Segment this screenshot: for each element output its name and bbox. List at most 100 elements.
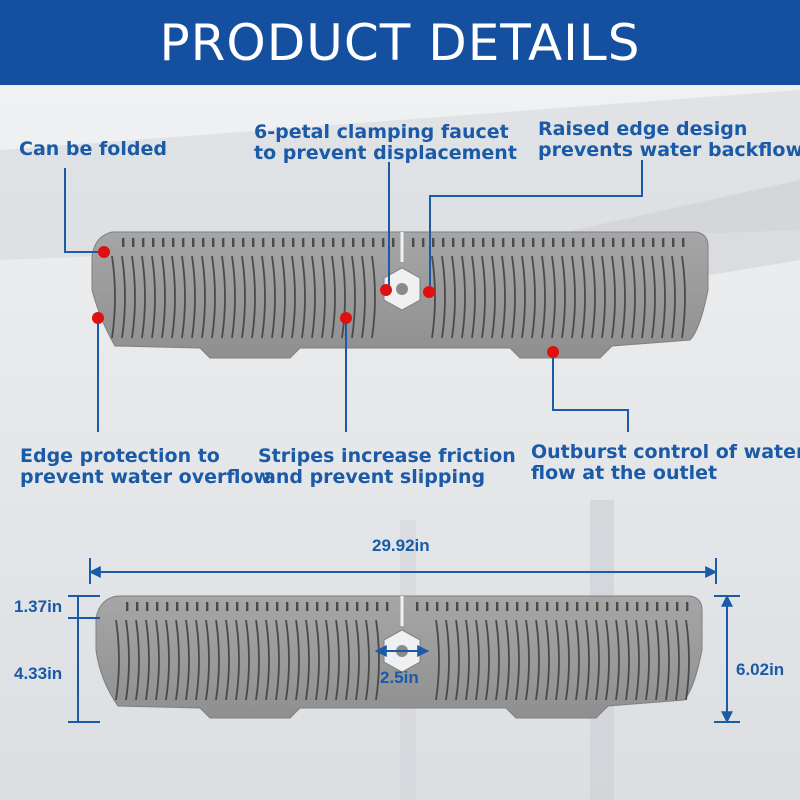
mat-slot — [336, 602, 339, 611]
mat-stripe — [541, 255, 546, 339]
mat-slot — [476, 602, 479, 611]
mat-slot — [626, 602, 629, 611]
mat-slot — [332, 238, 335, 247]
dimension-lines — [68, 558, 740, 724]
mat-slot — [426, 602, 429, 611]
mat-slot — [236, 602, 239, 611]
mat-slot — [536, 602, 539, 611]
mat-stripe — [291, 255, 296, 339]
mat-stripe — [571, 255, 576, 339]
mat-stripe — [281, 255, 286, 339]
mat-slot — [596, 602, 599, 611]
mat-stripe — [651, 255, 656, 339]
mat-slot — [286, 602, 289, 611]
top-mat — [91, 231, 709, 359]
mat-slot — [156, 602, 159, 611]
mat-stripe — [645, 619, 650, 701]
marker-edge-protection — [92, 312, 104, 324]
mat-slot — [212, 238, 215, 247]
mat-slot — [216, 602, 219, 611]
mat-slot — [632, 238, 635, 247]
mat-slot — [162, 238, 165, 247]
mat-stripe — [191, 255, 196, 339]
mat-slot — [242, 238, 245, 247]
mat-slot — [502, 238, 505, 247]
mat-stripe — [355, 619, 360, 701]
mat-slot — [532, 238, 535, 247]
mat-slot — [482, 238, 485, 247]
mat-stripe — [185, 619, 190, 701]
feature-markers — [92, 246, 559, 358]
mat-slot — [276, 602, 279, 611]
mat-slot — [182, 238, 185, 247]
mat-stripe — [285, 619, 290, 701]
mat-slot — [516, 602, 519, 611]
mat-stripe — [211, 255, 216, 339]
total-depth-label: 6.02in — [736, 660, 785, 679]
mat-stripe — [131, 255, 136, 339]
mat-slot — [186, 602, 189, 611]
mat-slot — [546, 602, 549, 611]
mat-stripe — [461, 255, 466, 339]
mat-slot — [416, 602, 419, 611]
mat-slot — [676, 602, 679, 611]
mat-slot — [386, 602, 389, 611]
mat-stripe — [111, 255, 116, 339]
mat-stripe — [531, 255, 536, 339]
mat-stripe — [465, 619, 470, 701]
top-mat-slots — [122, 238, 685, 247]
mat-stripe — [501, 255, 506, 339]
mat-slot — [526, 602, 529, 611]
mat-stripe — [535, 619, 540, 701]
leader-lines — [64, 160, 643, 432]
bottom-mat — [95, 595, 703, 719]
mat-stripe — [585, 619, 590, 701]
mat-stripe — [151, 255, 156, 339]
callout-raised-edge: Raised edge design prevents water backfl… — [538, 118, 800, 161]
mat-stripe — [665, 619, 670, 701]
mat-slot — [226, 602, 229, 611]
mat-stripe — [581, 255, 586, 339]
mat-slot — [232, 238, 235, 247]
mat-stripe — [331, 255, 336, 339]
mat-slot — [616, 602, 619, 611]
mat-slot — [372, 238, 375, 247]
mat-stripe — [165, 619, 170, 701]
callout-outburst-control: Outburst control of water flow at the ou… — [531, 441, 800, 484]
mat-stripe — [261, 255, 266, 339]
mat-slot — [132, 238, 135, 247]
mat-slot — [196, 602, 199, 611]
mat-slot — [342, 238, 345, 247]
mat-stripe — [221, 255, 226, 339]
mat-stripe — [155, 619, 160, 701]
mat-slot — [326, 602, 329, 611]
mat-stripe — [685, 619, 690, 701]
mat-slot — [556, 602, 559, 611]
mat-slot — [646, 602, 649, 611]
mat-stripe — [315, 619, 320, 701]
mat-stripe — [511, 255, 516, 339]
mat-stripe — [255, 619, 260, 701]
mat-slot — [346, 602, 349, 611]
hole-label: 2.5in — [380, 668, 419, 687]
mat-stripe — [595, 619, 600, 701]
header-banner: PRODUCT DETAILS — [0, 0, 800, 85]
mat-stripe — [135, 619, 140, 701]
mat-slot — [552, 238, 555, 247]
mat-slot — [312, 238, 315, 247]
mat-slot — [432, 238, 435, 247]
mat-slot — [252, 238, 255, 247]
mat-slot — [566, 602, 569, 611]
mat-slot — [366, 602, 369, 611]
mat-stripe — [641, 255, 646, 339]
mat-slot — [442, 238, 445, 247]
mat-stripe — [521, 255, 526, 339]
mat-stripe — [371, 255, 376, 339]
mat-stripe — [241, 255, 246, 339]
marker-clamp — [380, 284, 392, 296]
page-title: PRODUCT DETAILS — [159, 13, 641, 72]
mat-slot — [586, 602, 589, 611]
mat-stripe — [305, 619, 310, 701]
mat-stripe — [485, 619, 490, 701]
mat-stripe — [565, 619, 570, 701]
